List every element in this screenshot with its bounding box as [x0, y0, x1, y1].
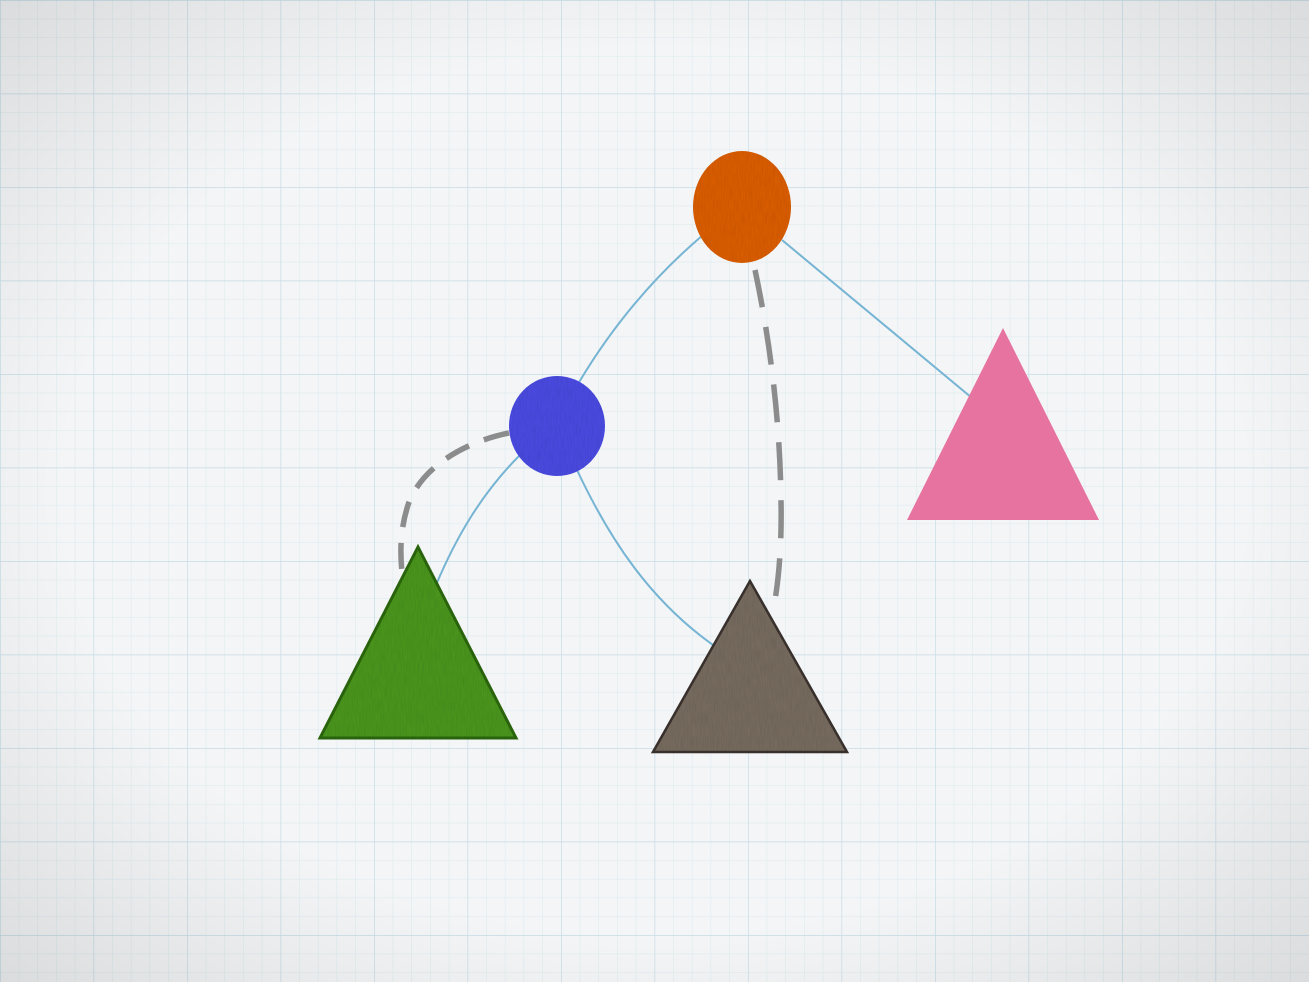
- root-circle-node[interactable]: [693, 151, 791, 263]
- middle-circle-node[interactable]: [509, 376, 605, 476]
